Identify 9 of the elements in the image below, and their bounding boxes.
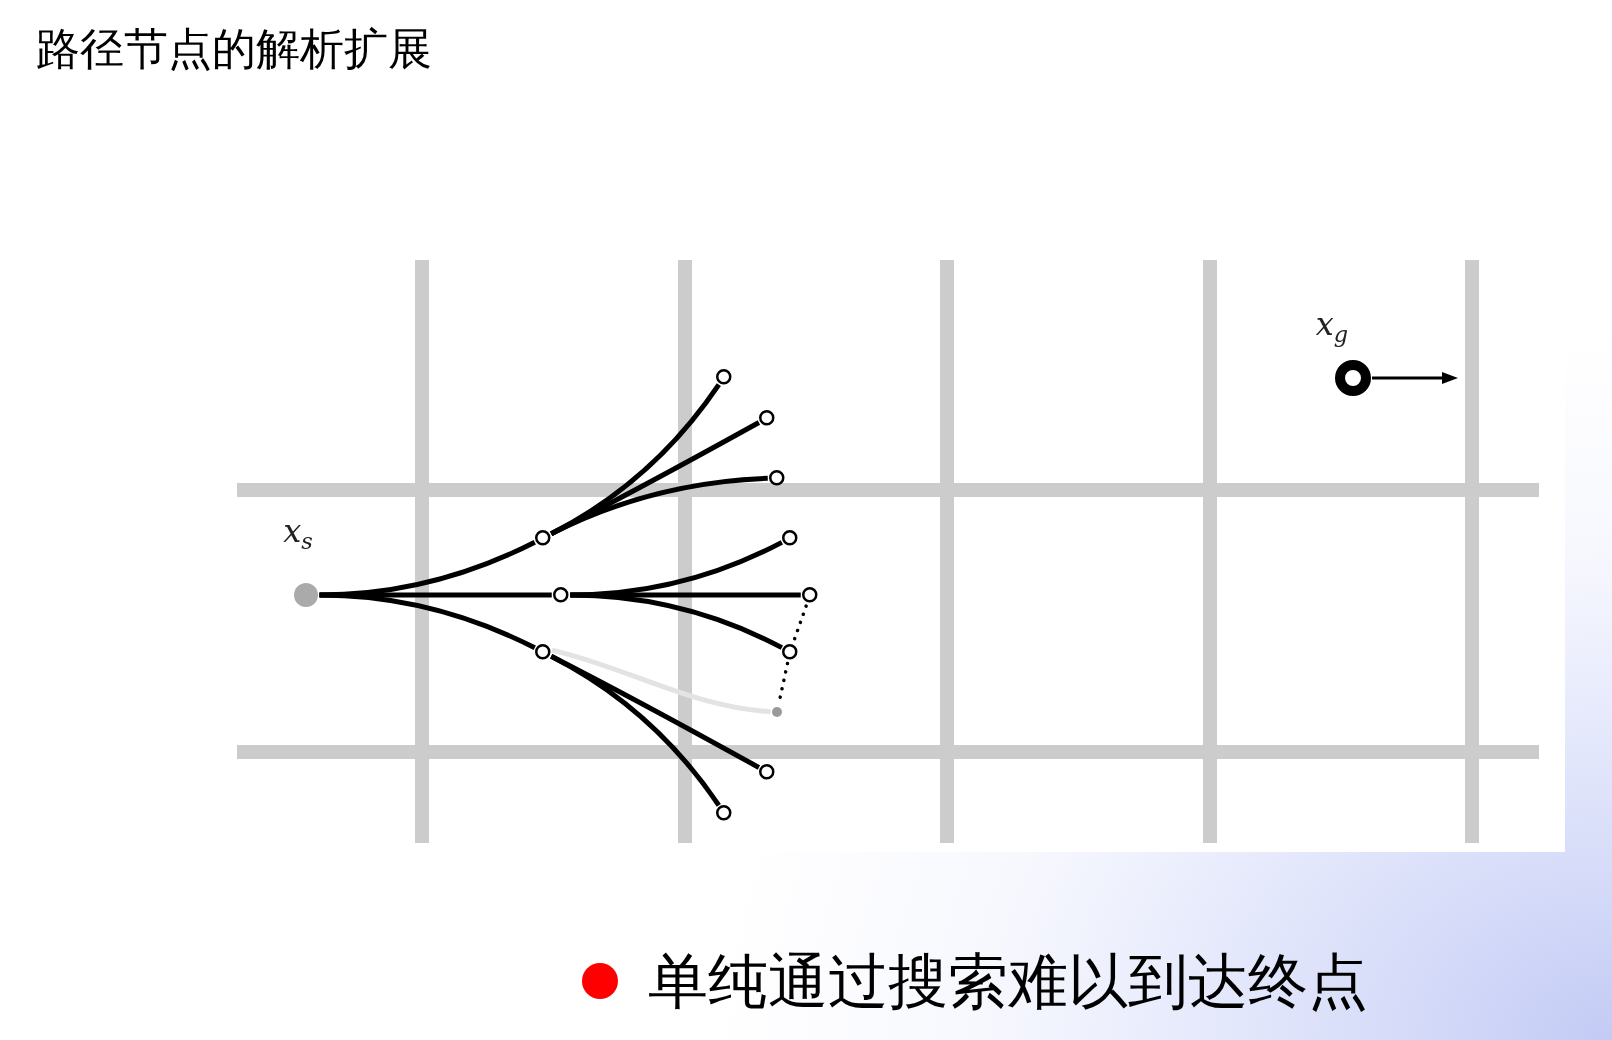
slide-title: 路径节点的解析扩展 [36, 24, 432, 75]
branch-curve [550, 654, 721, 807]
branch-curve [550, 475, 768, 537]
dotted-connector [792, 604, 808, 643]
branch-curve [551, 647, 771, 715]
variable-label: x$_{s}$ [283, 514, 313, 550]
bullet-point-text: 单纯通过搜索难以到达终点 [648, 945, 1368, 1017]
branch-curve [319, 592, 536, 651]
branch-curve [570, 592, 783, 650]
